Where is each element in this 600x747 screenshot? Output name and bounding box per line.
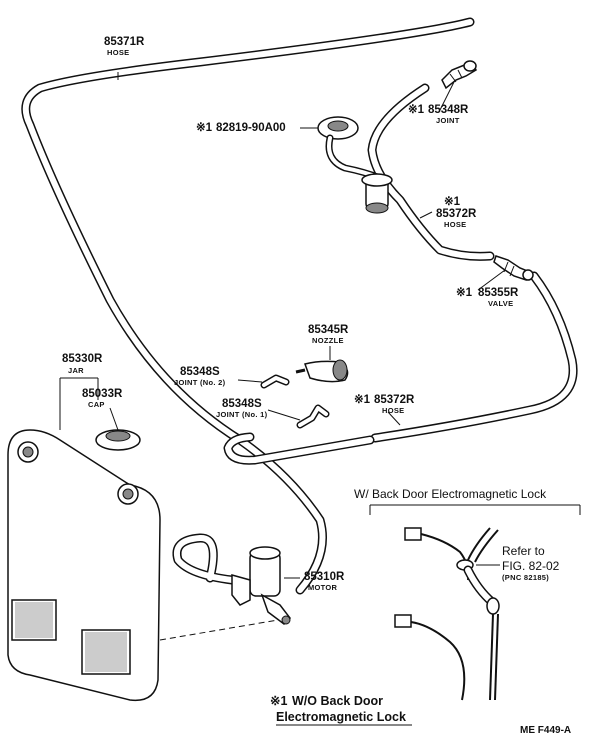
grommet-elbow (317, 116, 393, 214)
footnote-mark: ※1 (270, 694, 287, 708)
jar-number: 85330R (62, 353, 103, 365)
leader-lines (59, 72, 506, 579)
motor-hose (172, 533, 237, 585)
hose-lower-number: 85372R (374, 394, 415, 406)
hose-main-name: HOSE (107, 48, 129, 57)
joint-top-number: 85348R (428, 104, 469, 116)
joint-top-prefix: ※1 (408, 103, 425, 116)
hose-mid-prefix: ※1 (444, 195, 461, 208)
labels: 85371R HOSE ※1 85348R JOINT ※1 82819-90A… (62, 36, 571, 736)
footnote-line2: Electromagnetic Lock (276, 710, 406, 724)
cap-number: 85033R (82, 388, 123, 400)
joint-no2 (260, 374, 290, 389)
refer-pnc: (PNC 82185) (502, 573, 549, 582)
hose-lower-prefix: ※1 (354, 393, 371, 406)
joint-no2-name: JOINT (No. 2) (174, 378, 226, 387)
valve-number: 85355R (478, 287, 519, 299)
jar-cap (95, 429, 141, 451)
jar-name: JAR (68, 366, 84, 375)
washer-jar (7, 429, 161, 702)
hose-lower-name: HOSE (382, 406, 404, 415)
valve-prefix: ※1 (456, 286, 473, 299)
inset-title: W/ Back Door Electromagnetic Lock (354, 487, 547, 501)
washer-motor (231, 546, 291, 625)
joint-no1-number: 85348S (222, 398, 262, 410)
figure-code: ME F449-A (520, 725, 571, 736)
hose-mid-number: 85372R (436, 208, 477, 220)
hose-main-number: 85371R (104, 36, 145, 48)
nozzle-name: NOZZLE (312, 336, 344, 345)
refer-label: Refer to (502, 544, 545, 558)
grommet-number: 82819-90A00 (216, 122, 286, 134)
check-valve (493, 255, 534, 281)
joint-no2-number: 85348S (180, 366, 220, 378)
jar-motor-dashed-line (159, 619, 279, 641)
valve-name: VALVE (488, 299, 513, 308)
hose-mid-name: HOSE (444, 220, 466, 229)
motor-name: MOTOR (308, 583, 338, 592)
joint-no1 (296, 404, 330, 429)
cap-name: CAP (88, 400, 105, 409)
nozzle-number: 85345R (308, 324, 349, 336)
top-joint (441, 60, 477, 90)
upper-hose (367, 83, 495, 261)
footnote-line1: W/O Back Door (292, 694, 383, 708)
washer-nozzle (295, 359, 349, 383)
grommet-prefix: ※1 (196, 121, 213, 134)
joint-no1-name: JOINT (No. 1) (216, 410, 268, 419)
lower-hose (223, 271, 578, 465)
main-hose (21, 17, 475, 595)
joint-top-name: JOINT (436, 116, 460, 125)
refer-fig: FIG. 82-02 (502, 559, 560, 573)
inset-electromagnetic-lock (369, 504, 581, 701)
motor-number: 85310R (304, 571, 345, 583)
